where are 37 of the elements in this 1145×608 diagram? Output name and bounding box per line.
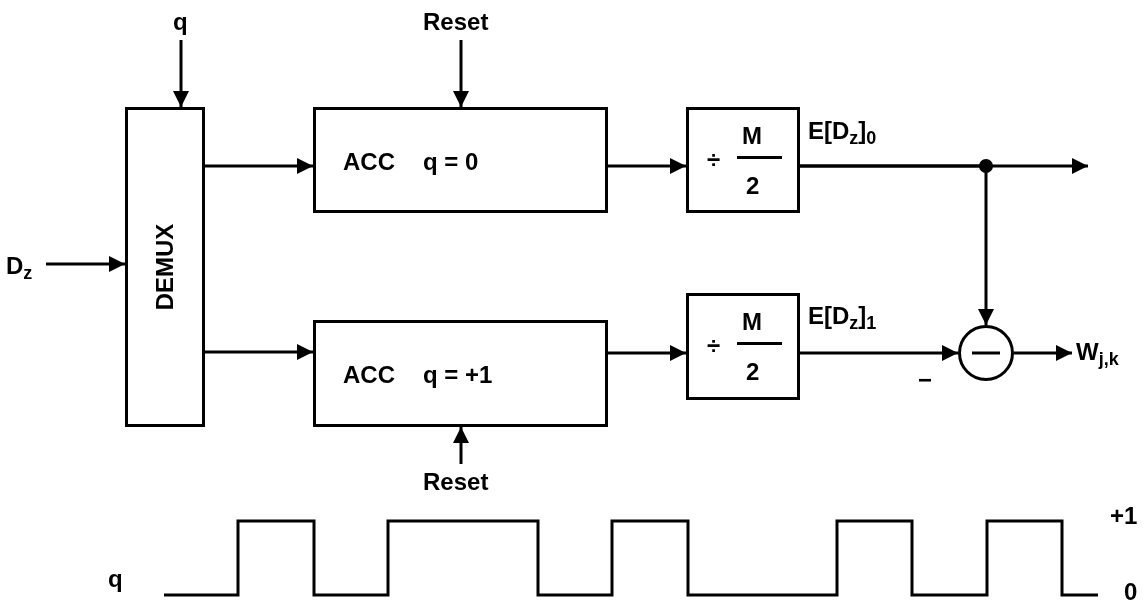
arrow: [205, 344, 313, 360]
signal-label: q: [108, 567, 123, 591]
divider-text: ÷: [707, 148, 721, 172]
divider-text: 2: [746, 360, 760, 384]
level-label: 0: [1124, 580, 1138, 604]
block-label: q = 0: [423, 150, 479, 174]
arrow: [46, 256, 125, 272]
divider-text: M: [742, 124, 762, 148]
block-label: ACC: [343, 363, 395, 387]
signal-label: D$_{z}$: [6, 254, 33, 283]
arrow: [205, 158, 313, 174]
arrow: [1014, 345, 1072, 361]
arrow: [453, 40, 469, 107]
sign-label: −: [918, 368, 932, 392]
signal-label: Reset: [423, 10, 489, 34]
block-label: DEMUX: [153, 223, 177, 311]
output-label: W$_{j,k}$: [1076, 340, 1119, 369]
arrow: [800, 164, 994, 325]
divider-block: [686, 293, 800, 400]
divider-block: [686, 107, 800, 213]
divider-text: ÷: [707, 334, 721, 358]
divider-text: 2: [746, 174, 760, 198]
arrow: [608, 345, 686, 361]
signal-label: q: [173, 10, 188, 34]
signal-label: Reset: [423, 470, 489, 494]
block-label: q = +1: [423, 363, 493, 387]
arrow: [453, 427, 469, 464]
arrow: [608, 158, 686, 174]
divider-text: M: [742, 310, 762, 334]
accumulator-block: [313, 320, 608, 427]
arrow: [800, 345, 958, 361]
subtractor-circle: [958, 325, 1014, 381]
block-label: ACC: [343, 150, 395, 174]
accumulator-block: [313, 107, 608, 213]
arrow: [173, 40, 189, 107]
demux-block: [125, 107, 205, 427]
level-label: +1: [1110, 504, 1138, 528]
